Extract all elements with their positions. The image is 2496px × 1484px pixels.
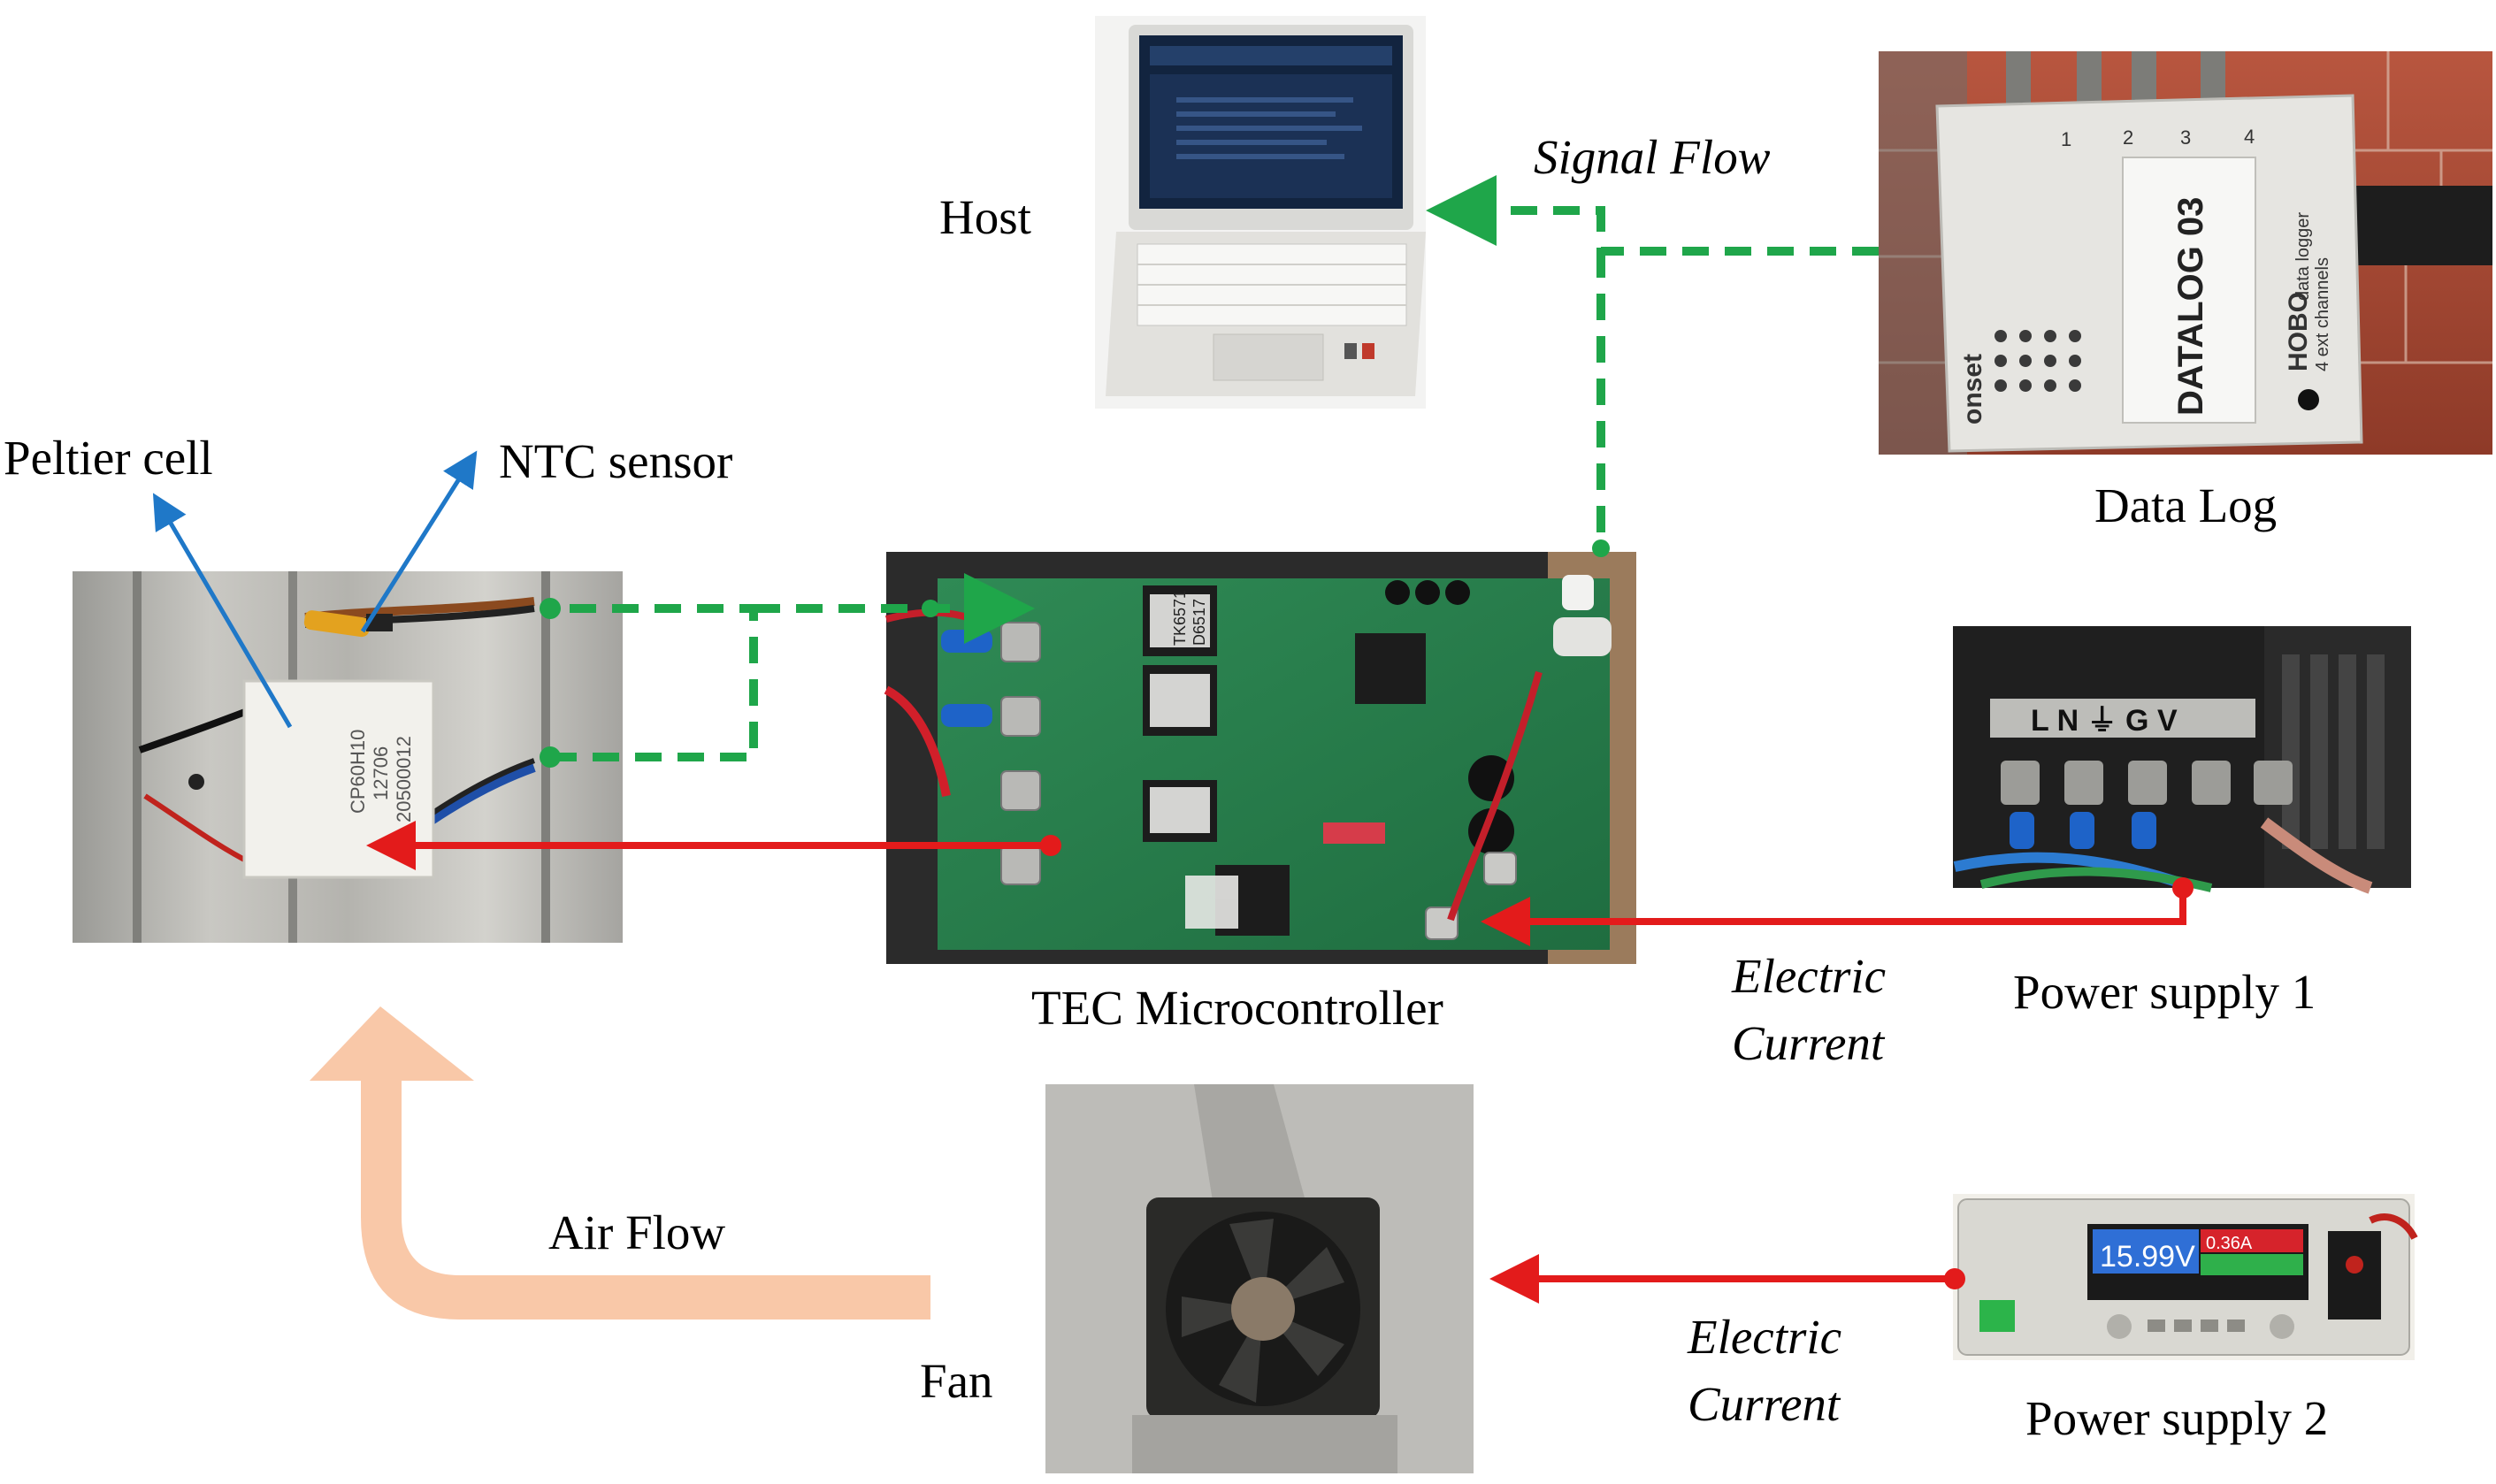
power-supply-2-image: 15.99V 0.36A [1953, 1194, 2418, 1360]
datalogger-channels-text: 4 ext channels [2313, 257, 2332, 371]
peltier-assembly-image: CP60H10 12706 20500012 [73, 571, 623, 943]
host-laptop-image [1095, 16, 1426, 409]
host-label: Host [939, 190, 1031, 244]
electric-current-2-label-line2: Current [1688, 1377, 1841, 1431]
fan-label: Fan [920, 1354, 993, 1408]
signal-flow-datalog-to-host-arrow [1426, 175, 1879, 256]
ntc-sensor-label: NTC sensor [499, 434, 732, 488]
datalogger-brand-text: onset [1958, 354, 1987, 425]
power-supply-2-label: Power supply 2 [2025, 1391, 2328, 1445]
tec-microcontroller-label: TEC Microcontroller [1031, 981, 1443, 1035]
psu2-current-text: 0.36A [2206, 1234, 2253, 1253]
psu2-voltage-text: 15.99V [2100, 1240, 2195, 1274]
peltier-marking-3-text: 20500012 [393, 736, 415, 822]
air-flow-arrow [310, 1006, 930, 1320]
peltier-cell-label: Peltier cell [4, 431, 213, 485]
current-node-psu1 [2172, 877, 2194, 899]
datalogger-model-sub-text: data logger [2293, 212, 2313, 301]
electric-current-2-label-line1: Electric [1687, 1310, 1841, 1364]
signal-node-controller [1592, 539, 1610, 557]
tec-microcontroller-image: TK6571 D6517 [884, 552, 1636, 964]
datalogger-tag-text: DATALOG 03 [2171, 197, 2210, 416]
chip-2-text: D6517 [1191, 599, 1208, 646]
current-node-psu2 [1944, 1268, 1965, 1289]
peltier-marking-1-text: CP60H10 [347, 730, 369, 814]
power-supply-1-label: Power supply 1 [2013, 965, 2316, 1019]
ntc-pointer-line [360, 450, 478, 633]
current-node-controller [1040, 835, 1061, 856]
electric-current-1-label-line1: Electric [1731, 949, 1886, 1003]
air-flow-label: Air Flow [548, 1205, 725, 1259]
channel-3-text: 3 [2180, 126, 2191, 149]
peltier-pointer-line [152, 493, 293, 729]
psu1-terminals-text: L N ⏚ G V [2031, 704, 2178, 738]
power-supply-1-image: L N ⏚ G V [1953, 626, 2411, 894]
fan-image [1045, 1084, 1474, 1473]
datalogger-model-text: HOBO [2284, 292, 2313, 371]
signal-node-ntc-bottom [540, 746, 561, 768]
data-logger-image: DATALOG 03 onset HOBO data logger 4 ext … [1879, 51, 2492, 455]
chip-1-text: TK6571 [1171, 590, 1189, 646]
signal-node-controller-input [922, 600, 939, 617]
channel-4-text: 4 [2244, 126, 2255, 148]
channel-1-text: 1 [2061, 128, 2071, 150]
channel-2-text: 2 [2123, 126, 2133, 149]
ntc-signal-loop [550, 604, 758, 761]
signal-flow-label: Signal Flow [1534, 130, 1771, 184]
current-psu1-to-controller-arrow [1481, 888, 2186, 946]
data-log-label: Data Log [2094, 478, 2277, 532]
peltier-marking-2-text: 12706 [370, 746, 392, 800]
electric-current-1-label-line2: Current [1732, 1016, 1886, 1070]
signal-node-ntc-top [540, 598, 561, 619]
